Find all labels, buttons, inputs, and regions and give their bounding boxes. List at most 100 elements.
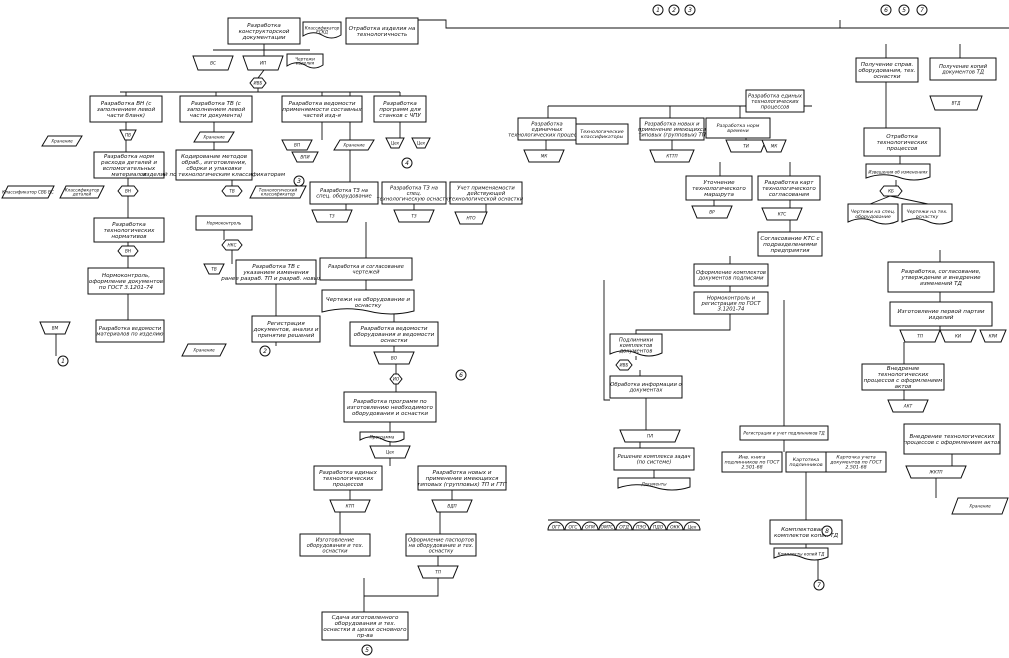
node-shape — [57, 355, 69, 367]
node-shape — [343, 391, 437, 423]
node-shape — [203, 263, 225, 275]
node-shape — [861, 363, 945, 391]
node-shape — [639, 117, 705, 141]
node-shape — [745, 89, 805, 113]
node-shape — [929, 57, 997, 81]
node-label: ТЗ — [411, 213, 417, 218]
node-label: Хранение — [50, 138, 73, 143]
node-label: Документы — [640, 481, 667, 486]
node-shape — [286, 53, 324, 69]
node-shape — [773, 547, 829, 561]
node-shape — [455, 369, 467, 381]
flow-node-trap: АКТ — [887, 399, 929, 413]
node-label: КИ — [955, 333, 962, 338]
node-label: Решение комплекса задач(по системе) — [618, 454, 691, 466]
node-shape — [41, 135, 83, 147]
flow-node-para: Хранение — [333, 139, 375, 151]
flow-node-trap: ТВ — [203, 263, 225, 275]
node-shape — [299, 533, 371, 557]
flow-node-para: Хранение — [193, 131, 235, 143]
flow-node-rect: Регистрация и учет подлинников ТД — [739, 425, 829, 441]
node-shape — [691, 205, 733, 219]
node-shape — [349, 321, 439, 347]
node-shape — [373, 95, 427, 123]
flow-node-trap: МК — [761, 139, 787, 153]
flow-node-trap: ВПИ — [291, 151, 319, 163]
node-label: Чертежи на тех.оснастку — [906, 209, 947, 220]
connector-number: 6 — [884, 7, 888, 14]
distribution-code: ОГС — [569, 525, 579, 531]
node-shape — [431, 499, 473, 513]
flow-node-circle: 2 — [259, 345, 271, 357]
node-shape — [311, 209, 353, 223]
node-shape — [95, 319, 165, 343]
node-shape — [389, 373, 403, 385]
flow-node-rect: Разработка, согласование,утверждение и в… — [887, 261, 995, 293]
node-shape — [757, 231, 823, 257]
node-label: 3 — [297, 178, 301, 185]
flow-node-doc: Чертежи на спец.оборудование — [847, 203, 899, 225]
node-shape — [523, 149, 565, 163]
node-shape — [903, 423, 1001, 455]
distribution-code: ОГМ — [585, 525, 595, 531]
node-shape — [321, 611, 409, 641]
node-shape — [939, 329, 977, 343]
node-shape — [899, 329, 941, 343]
node-label: ПЛ — [647, 433, 654, 438]
flow-node-trap: ВТД — [929, 95, 983, 111]
node-label: ВН — [125, 188, 132, 193]
node-label: 8 — [825, 528, 829, 535]
distribution-code: ОКК — [670, 525, 681, 531]
connector-line — [889, 195, 929, 205]
distribution-marker — [598, 521, 616, 531]
node-shape — [693, 291, 769, 315]
node-shape — [825, 451, 887, 473]
node-label: ТВ — [211, 266, 217, 271]
node-shape — [739, 425, 829, 441]
flow-node-doc: Программа — [359, 431, 405, 443]
node-shape — [221, 239, 243, 251]
flow-node-circle: 8 — [821, 525, 833, 537]
node-shape — [417, 565, 459, 579]
connector-number: 2 — [672, 7, 676, 14]
node-shape — [401, 157, 413, 169]
node-shape — [193, 131, 235, 143]
node-label: ВР — [709, 209, 715, 214]
node-label: ВС — [210, 60, 216, 65]
flow-node-trap: ПВ — [119, 129, 137, 141]
node-shape — [393, 209, 435, 223]
flow-node-hex: ВН — [117, 185, 139, 197]
flow-node-hex: ВН — [117, 245, 139, 257]
node-shape — [693, 263, 769, 287]
flow-node-trap: КИ — [939, 329, 977, 343]
node-label: Получение справ.оборудования, тех.оснаст… — [858, 62, 915, 80]
